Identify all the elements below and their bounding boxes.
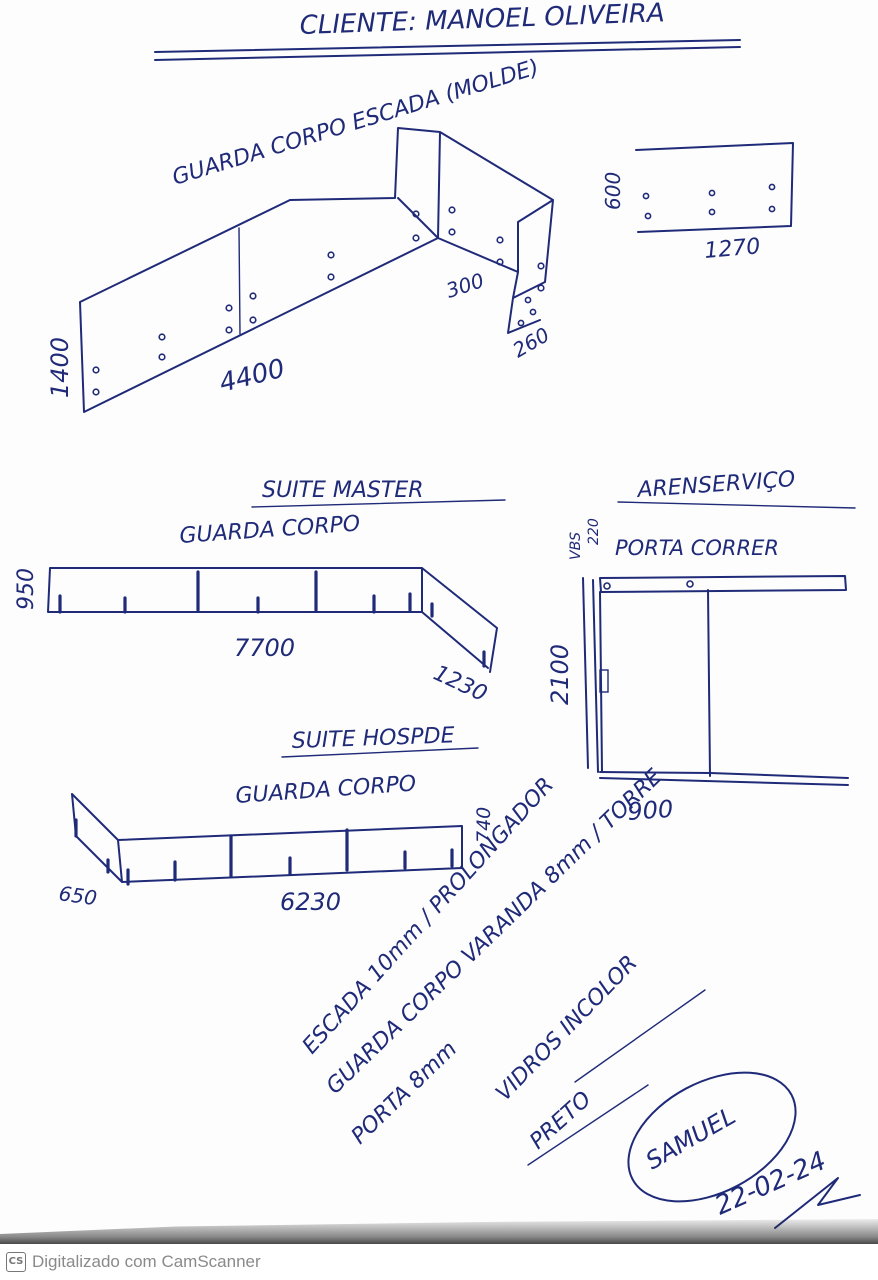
escada-holes [92, 206, 545, 396]
servico-dim-top2: VBS [568, 532, 584, 560]
title-underline [154, 39, 741, 53]
escada-dim-length: 4400 [216, 354, 287, 399]
panel-dim-width: 1270 [703, 234, 761, 264]
suite-hospede-dim-length: 6230 [280, 888, 341, 916]
suite-master-underline [251, 499, 506, 508]
note-underline-2 [527, 1084, 649, 1166]
suite-hospede-drawing [71, 793, 463, 886]
servico-dim-top: 220 [586, 518, 602, 545]
scanner-footer: CS Digitalizado com CamScanner [0, 1244, 878, 1280]
signature: SAMUEL 22-02-24 [627, 1071, 861, 1229]
scanner-label: Digitalizado com CamScanner [32, 1252, 261, 1271]
small-panel [635, 142, 794, 233]
small-panel-outline [635, 142, 794, 233]
note-line-4: VIDROS INCOLOR [491, 951, 642, 1106]
suite-hospede-subtitle: GUARDA CORPO [235, 771, 417, 809]
suite-master-title: SUITE MASTER [262, 478, 424, 503]
suite-hospede-title: SUITE HOSPDE [291, 723, 455, 754]
suite-master-subtitle: GUARDA CORPO [179, 511, 361, 549]
escada-dim-height: 1400 [46, 337, 74, 398]
escada-drawing [79, 127, 554, 413]
panel-dim-height: 600 [601, 172, 625, 210]
servico-underline [617, 501, 856, 509]
suite-master-dim-height: 950 [14, 568, 39, 610]
signature-flourish [774, 1177, 861, 1229]
suite-hospede-dim-height: 740 [473, 807, 495, 843]
suite-master-dim-length: 7700 [234, 634, 295, 662]
escada-heading: GUARDA CORPO ESCADA (MOLDE) [169, 55, 541, 191]
note-underline-1 [574, 989, 706, 1083]
escada-outline [79, 127, 554, 413]
suite-master-dim-return: 1230 [429, 661, 490, 707]
servico-title: ARENSERVIÇO [635, 467, 796, 503]
servico-drawing [582, 575, 849, 786]
servico-subtitle: PORTA CORRER [615, 536, 779, 560]
note-line-5: PRETO [525, 1087, 596, 1155]
escada-dim-step: 300 [443, 268, 487, 303]
signature-date: 22-02-24 [711, 1146, 831, 1221]
camscanner-logo-icon: CS [6, 1252, 26, 1272]
sketch-canvas: CLIENTE: MANOEL OLIVEIRA GUARDA CORPO ES… [14, 0, 861, 1229]
suite-master-drawing [47, 567, 498, 673]
signature-name: SAMUEL [641, 1102, 740, 1175]
signature-loop [627, 1071, 797, 1203]
servico-dim-width: 900 [626, 795, 674, 826]
servico-dim-height: 2100 [546, 644, 574, 705]
escada-dim-small: 260 [509, 322, 554, 362]
escada-joint [238, 227, 241, 335]
servico-handle [599, 669, 609, 693]
title-underline-2 [154, 46, 741, 61]
suite-hospede-dim-return: 650 [57, 881, 98, 910]
client-title: CLIENTE: MANOEL OLIVEIRA [299, 0, 665, 41]
suite-hospede-underline [281, 747, 479, 758]
